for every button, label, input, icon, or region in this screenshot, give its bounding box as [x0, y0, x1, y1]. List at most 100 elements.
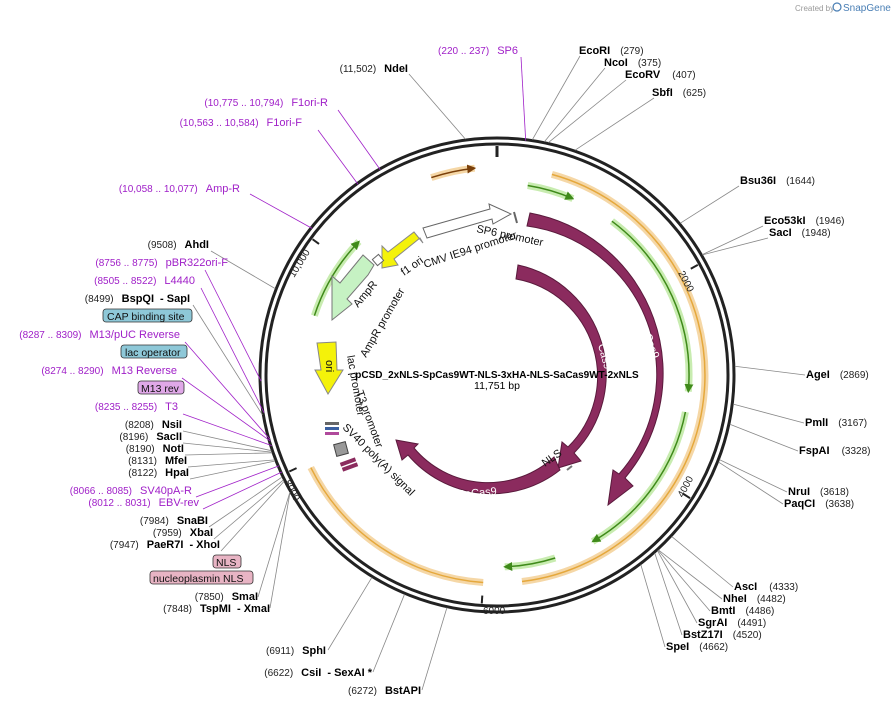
box-cap-binding-site[interactable]	[102, 308, 193, 323]
ori-label: ori	[323, 360, 335, 372]
site-hpai[interactable]: (8122)HpaI	[128, 467, 189, 479]
site-noti[interactable]: (8190)NotI	[126, 443, 184, 455]
site-ahdi[interactable]: (9508)AhdI	[148, 239, 209, 251]
site-xbai[interactable]: (7959)XbaI	[153, 527, 213, 539]
site-saci[interactable]: SacI(1948)	[769, 227, 831, 239]
site-bspqi[interactable]: (8499)BspQI- SapI	[85, 293, 190, 305]
site-snabi[interactable]: (7984)SnaBI	[140, 515, 208, 527]
primer-leader-line	[200, 287, 265, 413]
created-by-text: Created by	[795, 4, 834, 13]
primer-f1ori-f[interactable]: (10,563 .. 10,584)F1ori-F	[180, 117, 303, 129]
tick-label-8000: 8000	[281, 478, 301, 503]
site-tspmi[interactable]: (7848)TspMI- XmaI	[163, 603, 270, 615]
primer-amp-r[interactable]: (10,058 .. 10,077)Amp-R	[119, 183, 240, 195]
small-feature-cluster	[325, 422, 359, 472]
site-leader-line	[574, 97, 655, 151]
ampr-arrow[interactable]	[331, 254, 375, 322]
cap-binding-site-label: CAP binding site	[107, 311, 185, 323]
site-bstz17i[interactable]: BstZ17I(4520)	[683, 629, 762, 641]
f1-ori-arrow[interactable]	[381, 231, 424, 269]
site-smai[interactable]: (7850)SmaI	[195, 591, 258, 603]
site-ecorv[interactable]: EcoRV(407)	[625, 69, 696, 81]
site-leader-line	[421, 607, 448, 691]
site-nhei[interactable]: NheI(4482)	[723, 593, 786, 605]
site-mfei[interactable]: (8131)MfeI	[128, 455, 187, 467]
orf-green-arrow-1	[611, 220, 694, 394]
primer-m13-puc-reverse[interactable]: (8287 .. 8309)M13/pUC Reverse	[19, 329, 180, 341]
f1-ori-label: f1 ori	[399, 255, 426, 279]
primer-l4440[interactable]: (8505 .. 8522)L4440	[94, 275, 195, 287]
primer-leader-line	[182, 413, 272, 446]
orf-line-lower	[310, 467, 484, 584]
site-sphi[interactable]: (6911)SphI	[266, 645, 326, 657]
primer-leader-line	[520, 56, 527, 141]
site-nsii[interactable]: (8208)NsiI	[125, 419, 182, 431]
primer-sv40pa-r[interactable]: (8066 .. 8085)SV40pA-R	[70, 485, 192, 497]
site-paer7i[interactable]: (7947)PaeR7I- XhoI	[110, 539, 220, 551]
site-leader-line	[657, 550, 698, 624]
site-eco53ki[interactable]: Eco53kI(1946)	[764, 215, 845, 227]
site-leader-line	[658, 549, 723, 600]
site-leader-line	[327, 577, 373, 651]
primer-pbr322ori-f[interactable]: (8756 .. 8775)pBR322ori-F	[95, 257, 228, 269]
site-paqci[interactable]: PaqCI(3638)	[784, 498, 854, 510]
box-nls[interactable]	[212, 554, 242, 569]
site-csii[interactable]: (6622)CsiI- SexAI *	[264, 667, 372, 679]
site-ncoi[interactable]: NcoI(375)	[604, 57, 661, 69]
orf-arcs	[307, 164, 709, 586]
cas9-outer-arrow[interactable]	[526, 212, 664, 507]
site-sbfi[interactable]: SbfI(625)	[652, 87, 706, 99]
site-leader-line	[719, 459, 788, 493]
site-leader-line	[734, 365, 806, 376]
ruler-tick-8000	[288, 467, 297, 473]
box-lac-operator[interactable]	[120, 344, 188, 359]
site-leader-line	[654, 553, 683, 636]
feature-boxes: CAP binding site lac operator M13 rev NL…	[102, 308, 254, 585]
site-bmti[interactable]: BmtI(4486)	[711, 605, 774, 617]
right-site-labels: EcoRI(279) NcoI(375) EcoRV(407) SbfI(625…	[579, 45, 870, 653]
sp6-promoter-marker	[513, 211, 518, 224]
primer-t3[interactable]: (8235 .. 8255)T3	[95, 401, 178, 413]
primer-f1ori-r[interactable]: (10,775 .. 10,794)F1ori-R	[204, 97, 328, 109]
m13-rev-label: M13 rev	[141, 383, 180, 395]
tick-label-6000: 6000	[483, 606, 506, 617]
ruler-ticks	[288, 146, 699, 604]
box-m13-rev[interactable]	[137, 380, 185, 395]
site-ndei[interactable]: (11,502)NdeI	[340, 63, 408, 75]
snapgene-brand-text: SnapGene	[843, 3, 891, 14]
sacas9-arrow[interactable]	[395, 439, 561, 495]
site-fspai[interactable]: FspAI(3328)	[799, 445, 870, 457]
ruler-tick-4000	[682, 493, 691, 500]
site-leader-line	[548, 79, 627, 143]
site-sgrai[interactable]: SgrAI(4491)	[698, 617, 766, 629]
cas9-inner-arrow[interactable]	[515, 264, 607, 469]
primer-leader-line	[317, 129, 359, 185]
primer-m13-reverse[interactable]: (8274 .. 8290)M13 Reverse	[41, 365, 177, 377]
backbone-inner-ring	[264, 142, 730, 608]
primer-ebv-rev[interactable]: (8012 .. 8031)EBV-rev	[88, 497, 199, 509]
orf-green-glow-2	[590, 411, 689, 545]
site-leader-lines	[181, 55, 806, 691]
primer-labels: (220 .. 237)SP6 (10,775 .. 10,794)F1ori-…	[19, 45, 518, 509]
site-bstapi[interactable]: (6272)BstAPI	[348, 685, 421, 697]
site-asci[interactable]: AscI(4333)	[734, 581, 798, 593]
plasmid-length: 11,751 bp	[474, 380, 520, 392]
cmv-promoter-arrow[interactable]	[422, 203, 513, 239]
primer-leader-line	[249, 193, 313, 229]
ori-arrow[interactable]	[314, 341, 344, 395]
site-sacii[interactable]: (8196)SacII	[119, 431, 182, 443]
site-spei[interactable]: SpeI(4662)	[666, 641, 728, 653]
site-leader-line	[184, 452, 273, 456]
site-nrui[interactable]: NruI(3618)	[788, 486, 849, 498]
nls-box-label: NLS	[216, 557, 236, 569]
ruler-tick-6000	[480, 595, 484, 604]
plasmid-name: pCSD_2xNLS-SpCas9WT-NLS-3xHA-NLS-SaCas9W…	[355, 370, 639, 381]
site-ecori[interactable]: EcoRI(279)	[579, 45, 644, 57]
primer-sp6[interactable]: (220 .. 237)SP6	[438, 45, 518, 57]
orf-green-arrow-3	[503, 557, 556, 572]
site-bsu36i[interactable]: Bsu36I(1644)	[740, 175, 815, 187]
site-pmli[interactable]: PmlI(3167)	[805, 417, 867, 429]
site-agei[interactable]: AgeI(2869)	[806, 369, 869, 381]
box-nucleoplasmin-nls[interactable]	[149, 570, 254, 585]
